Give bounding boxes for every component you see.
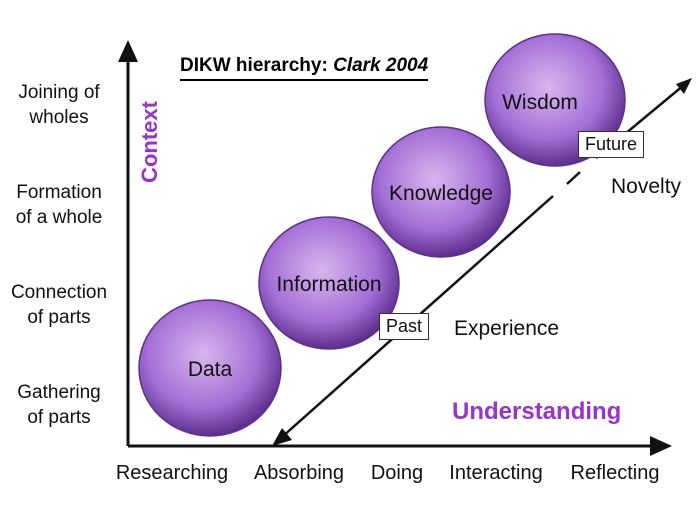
stage-label-information: Information — [276, 273, 381, 296]
y-axis-arrow-icon — [118, 40, 138, 62]
x-axis-arrow-icon — [650, 436, 672, 456]
y-level-gathering: Gathering of parts — [17, 382, 101, 428]
y-axis-title: Context — [137, 101, 162, 183]
x-level-absorbing: Absorbing — [253, 462, 345, 484]
x-axis-title: Understanding — [452, 398, 622, 425]
x-level-doing: Doing — [370, 462, 424, 484]
y-level-joining: Joining of wholes — [18, 82, 100, 128]
stage-bubble-information: Information — [258, 216, 400, 350]
title-main: DIKW hierarchy: — [180, 55, 328, 76]
novelty-note: Novelty — [611, 175, 682, 198]
past-tag: Past — [379, 313, 430, 340]
stage-label-data: Data — [188, 358, 233, 381]
y-level-connection: Connection of parts — [10, 282, 108, 328]
x-level-interacting: Interacting — [449, 462, 543, 484]
time-line-future-arrow-icon — [676, 78, 692, 94]
future-tag: Future — [578, 131, 645, 158]
time-line-past-arrow-icon — [272, 428, 292, 446]
x-level-reflecting: Reflecting — [570, 462, 660, 484]
experience-note: Experience — [454, 317, 560, 340]
time-line-dash — [566, 171, 581, 185]
stage-bubble-data: Data — [138, 299, 282, 437]
stage-label-knowledge: Knowledge — [389, 182, 493, 205]
title-citation: Clark 2004 — [333, 55, 429, 76]
stage-bubble-knowledge: Knowledge — [371, 126, 511, 258]
y-level-formation: Formation of a whole — [15, 182, 103, 228]
x-level-researching: Researching — [115, 462, 229, 484]
diagram-title: DIKW hierarchy: Clark 2004 — [180, 54, 429, 81]
stage-label-wisdom: Wisdom — [502, 91, 578, 114]
